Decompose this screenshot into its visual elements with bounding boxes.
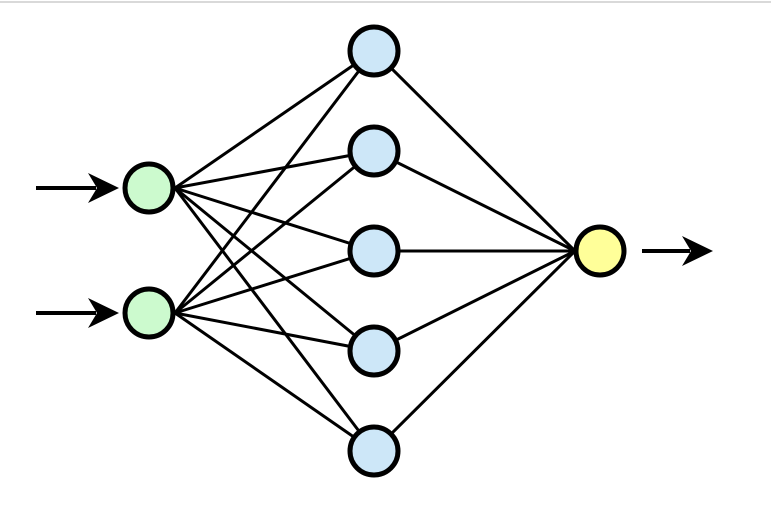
input-1-node xyxy=(122,161,176,215)
edge-hidden-4-output-1 xyxy=(373,249,576,353)
edge-hidden-1-output-1 xyxy=(372,49,577,253)
edge-input-2-hidden-4 xyxy=(174,311,375,353)
output-arrow-head-icon xyxy=(682,236,713,266)
edge-hidden-5-output-1 xyxy=(372,249,577,453)
window-top-border xyxy=(0,1,771,3)
edge-input-1-hidden-5 xyxy=(173,187,376,452)
input-arrow-1-head-icon xyxy=(88,173,119,203)
hidden-5-node xyxy=(347,424,401,478)
hidden-2-node xyxy=(347,124,401,178)
input-arrow-2-head-icon xyxy=(88,298,119,328)
output-1-node xyxy=(573,224,627,278)
hidden-3-node xyxy=(347,224,401,278)
edge-input-2-hidden-2 xyxy=(174,149,375,315)
hidden-1-node xyxy=(347,24,401,78)
edge-input-2-hidden-3 xyxy=(174,249,375,315)
edge-input-1-hidden-4 xyxy=(174,186,375,353)
edge-input-1-hidden-1 xyxy=(174,49,375,190)
input-2-node xyxy=(122,286,176,340)
edge-input-1-hidden-2 xyxy=(174,149,375,190)
edge-input-2-hidden-1 xyxy=(173,50,376,314)
edge-input-1-hidden-3 xyxy=(174,186,375,253)
hidden-4-node xyxy=(347,324,401,378)
edge-hidden-2-output-1 xyxy=(373,149,576,253)
edge-input-2-hidden-5 xyxy=(174,311,375,453)
